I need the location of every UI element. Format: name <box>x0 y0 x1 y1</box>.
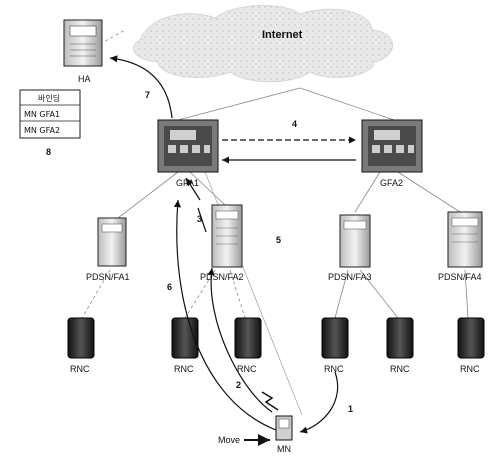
radio-link-icon <box>261 391 279 411</box>
ha-server: HA <box>63 19 103 84</box>
pdsn-fa1-label: PDSN/FA1 <box>86 272 130 282</box>
rnc-3: RNC <box>234 317 262 374</box>
step-3-label: 3 <box>197 214 202 224</box>
rnc-6: RNC <box>457 317 485 374</box>
step-1-label: 1 <box>348 404 353 414</box>
internet-label: Internet <box>262 29 303 41</box>
pdsn-fa3-label: PDSN/FA3 <box>328 272 372 282</box>
pdsn-fa1-server: PDSN/FA1 <box>86 217 130 282</box>
binding-step-label: 8 <box>46 147 51 157</box>
gfa2-router: GFA2 <box>361 119 423 188</box>
rnc-4: RNC <box>321 317 349 374</box>
rnc-5-label: RNC <box>390 364 410 374</box>
binding-row-2: MN GFA2 <box>24 126 60 135</box>
binding-table: 바인딩 MN GFA1 MN GFA2 8 <box>19 89 81 157</box>
pdsn-fa4-label: PDSN/FA4 <box>438 272 482 282</box>
gfa1-router: GFA1 <box>157 119 219 188</box>
gfa2-label: GFA2 <box>380 178 403 188</box>
binding-row-1: MN GFA1 <box>24 110 60 119</box>
mobile-node: MN <box>275 415 293 454</box>
move-label: Move <box>218 435 240 445</box>
rnc-6-label: RNC <box>460 364 480 374</box>
step-2-label: 2 <box>236 380 241 390</box>
step-arrows <box>109 55 356 434</box>
step-7-label: 7 <box>145 90 150 100</box>
rnc-2: RNC <box>171 317 199 374</box>
pdsn-fa2-server: PDSN/FA2 <box>200 204 244 282</box>
rnc-1-label: RNC <box>70 364 90 374</box>
rnc-1: RNC <box>67 317 95 374</box>
step-4-label: 4 <box>292 119 297 129</box>
binding-table-header: 바인딩 <box>38 93 60 103</box>
pdsn-fa4-server: PDSN/FA4 <box>438 211 483 282</box>
pdsn-fa2-label: PDSN/FA2 <box>200 272 244 282</box>
ha-label: HA <box>78 74 91 84</box>
move-indicator: Move <box>218 434 270 446</box>
rnc-3-label: RNC <box>237 364 257 374</box>
internet-cloud: Internet <box>133 5 394 83</box>
rnc-5: RNC <box>386 317 414 374</box>
step-5-label: 5 <box>276 235 281 245</box>
pdsn-fa3-server: PDSN/FA3 <box>328 214 372 282</box>
step-6-label: 6 <box>167 282 172 292</box>
rnc-4-label: RNC <box>324 364 344 374</box>
mn-label: MN <box>277 444 291 454</box>
rnc-2-label: RNC <box>174 364 194 374</box>
